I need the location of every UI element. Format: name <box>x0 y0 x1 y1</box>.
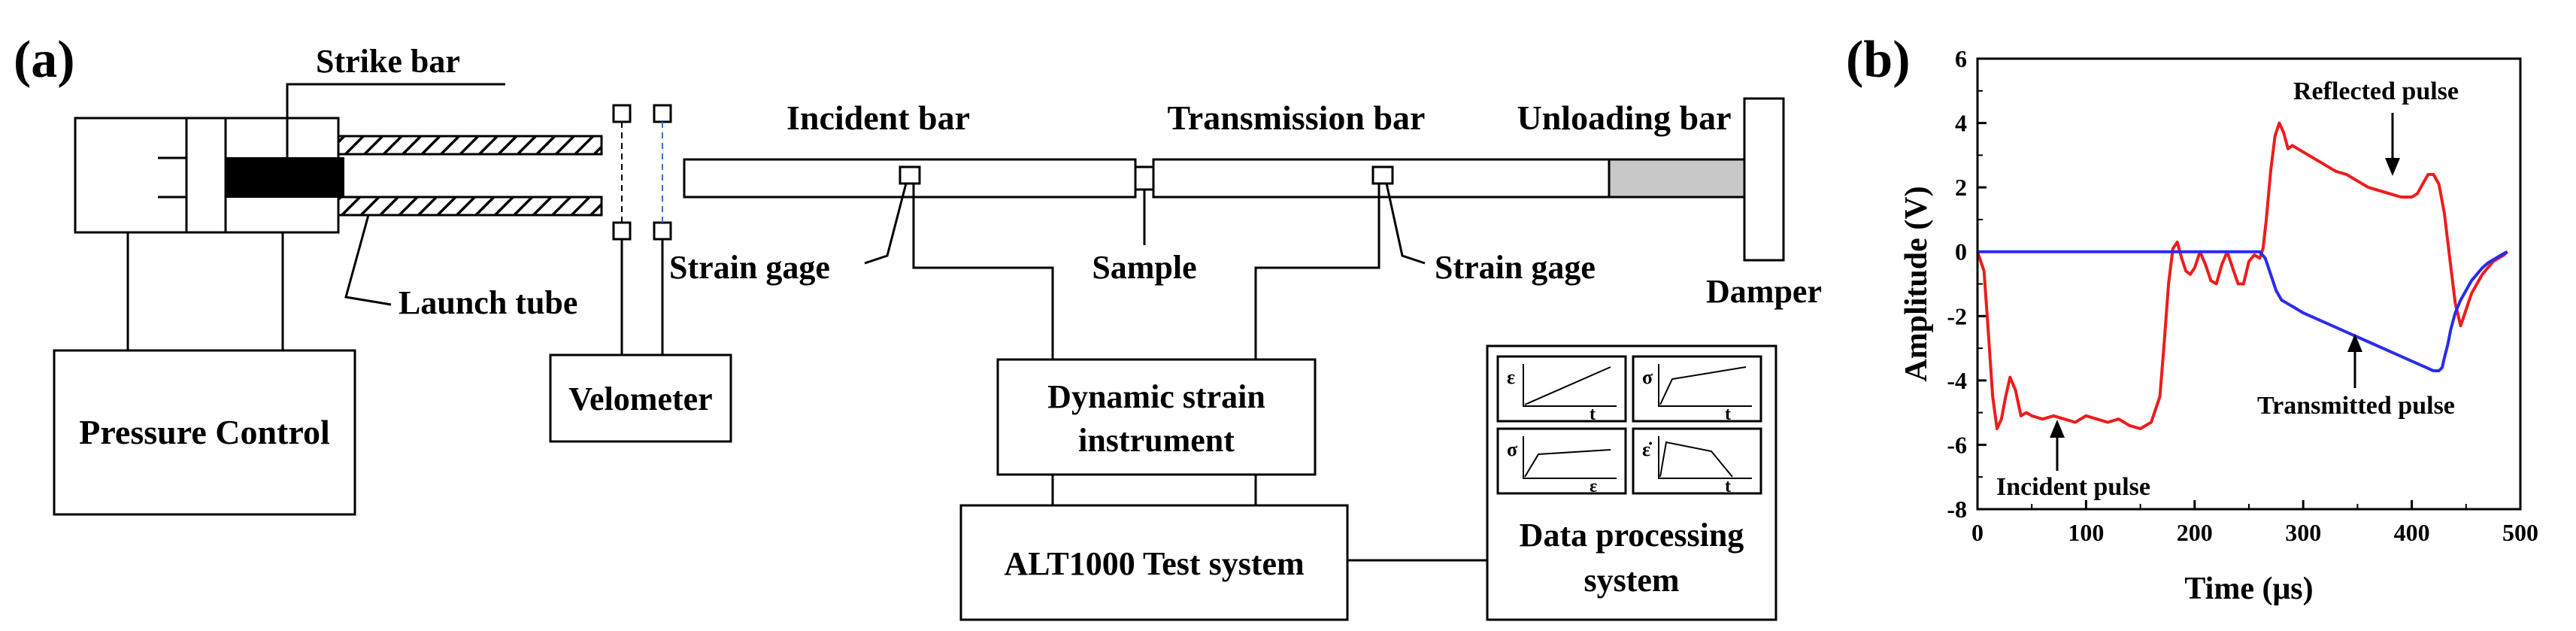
test-system-box <box>959 504 1349 621</box>
unloading-bar-label: Unloading bar <box>1517 99 1731 137</box>
chart-series <box>1976 121 2509 430</box>
y-tick-label: 0 <box>1955 238 1967 265</box>
strain-gage-left-label: Strain gage <box>669 249 830 286</box>
transmitted-pulse-arrowhead <box>2347 334 2362 352</box>
plot-frame <box>1976 57 2522 511</box>
panel-b-label: (b) <box>1846 31 1911 89</box>
mini-plot-x-symbol: ε <box>1590 477 1597 496</box>
incident-bar-label: Incident bar <box>786 99 970 137</box>
launch-tube-bottom-wall <box>337 196 603 217</box>
mini-plot-x-symbol: t <box>1725 477 1731 496</box>
amplitude-chart: Amplitude (V) Time (μs) 0 100 200 300 400 500… <box>1899 45 2538 606</box>
mini-plot-axes <box>1658 364 1752 407</box>
data-processing-label-line1: Data processing <box>1520 517 1744 554</box>
dynamic-strain-instrument-box <box>996 358 1317 476</box>
launch-tube-label: Launch tube <box>399 284 577 321</box>
transmission-bar-label: Transmission bar <box>1168 99 1426 137</box>
sample-label: Sample <box>1092 249 1196 286</box>
mini-plot-y-symbol: σ <box>1507 438 1517 460</box>
x-tick-label: 0 <box>1971 519 1984 546</box>
x-tick-label: 500 <box>2502 519 2538 546</box>
mini-plot-curve <box>1659 441 1733 478</box>
incident-pulse-label: Incident pulse <box>1996 473 2150 501</box>
y-tick-label: -8 <box>1947 496 1967 523</box>
mini-plot-frame <box>1632 427 1762 495</box>
unloading-bar <box>1608 158 1746 199</box>
strain-gage-right-label: Strain gage <box>1435 249 1596 286</box>
velometer-sensor <box>653 104 672 123</box>
reflected-pulse-label: Reflected pulse <box>2293 77 2459 105</box>
y-tick-label: 2 <box>1955 174 1967 201</box>
chart-annotations: Reflected pulse Transmitted pulse Incide… <box>1996 77 2459 501</box>
launch-tube-top-wall <box>337 135 603 156</box>
incident-pulse-arrowhead <box>2050 420 2065 438</box>
mini-plot-axes <box>1523 364 1617 407</box>
damper-label: Damper <box>1706 273 1822 310</box>
y-tick-label: -6 <box>1947 431 1967 458</box>
strain-gage-left <box>899 165 921 185</box>
velometer-sensor <box>612 104 632 123</box>
series-line-1 <box>1977 250 2508 372</box>
pressure-control-label: Pressure Control <box>79 413 329 451</box>
series-line-0 <box>1976 121 2509 430</box>
x-axis-label: Time (μs) <box>2184 572 2313 606</box>
transmission-bar <box>1152 158 1611 199</box>
mini-plot-y-symbol: σ <box>1642 366 1653 388</box>
velometer-sensor <box>612 221 632 241</box>
mini-plot-frame <box>1632 355 1762 423</box>
mini-plots: ε t σ t σ ε ε̇ t <box>1496 355 1762 496</box>
damper <box>1743 97 1785 262</box>
strike-bar-leader <box>286 83 505 157</box>
strike-bar <box>226 157 344 198</box>
wire-left-gage <box>912 184 1054 359</box>
strike-bar-label: Strike bar <box>316 43 460 80</box>
y-tick-label: -4 <box>1947 367 1967 394</box>
x-tick-label: 400 <box>2394 519 2430 546</box>
y-axis-label: Amplitude (V) <box>1899 186 1934 381</box>
mini-plot-y-symbol: ε̇ <box>1642 438 1652 460</box>
reflected-pulse-arrowhead <box>2385 158 2400 176</box>
mini-plot-x-symbol: t <box>1590 405 1596 424</box>
y-tick-label: 4 <box>1955 110 1967 137</box>
mini-plot-curve <box>1524 366 1611 405</box>
transmitted-pulse-label: Transmitted pulse <box>2257 392 2455 420</box>
mini-plot-y-symbol: ε <box>1507 366 1515 388</box>
test-system-label: ALT1000 Test system <box>1004 545 1304 582</box>
mini-plot-axes <box>1523 436 1617 479</box>
launch-tube-leader <box>344 214 392 306</box>
mini-plot-curve <box>1659 366 1747 405</box>
strain-gage-right-leader <box>1385 183 1426 265</box>
panel-a: (a) Strike bar Launch tube Pressure Cont… <box>14 31 1822 621</box>
dynamic-strain-label-line1: Dynamic strain <box>1047 378 1265 415</box>
panel-a-label: (a) <box>14 31 75 89</box>
mini-plot-frame <box>1496 427 1627 495</box>
axis-ticks: 0 100 200 300 400 500 -8 -6 -4 -2 0 2 4 6 <box>1947 45 2538 546</box>
velometer-sensors <box>612 104 672 355</box>
y-tick-label: 6 <box>1955 45 1967 72</box>
data-processing-label-line2: system <box>1583 562 1679 599</box>
strain-gage-left-leader <box>864 183 908 265</box>
velometer-sensor <box>653 221 672 241</box>
x-tick-label: 200 <box>2177 519 2213 546</box>
wire-right-gage <box>1254 184 1380 359</box>
mini-plot-axes <box>1658 436 1752 479</box>
velometer-label: Velometer <box>568 381 712 417</box>
mini-plot-curve <box>1524 449 1611 478</box>
strain-gage-right <box>1371 165 1394 185</box>
sample <box>1134 165 1155 191</box>
velometer-box <box>549 353 732 443</box>
mini-plot-x-symbol: t <box>1725 405 1731 424</box>
dynamic-strain-label-line2: instrument <box>1078 422 1235 459</box>
pressure-control-box <box>53 349 356 516</box>
x-tick-label: 100 <box>2068 519 2104 546</box>
x-tick-label: 300 <box>2285 519 2321 546</box>
y-tick-label: -2 <box>1947 302 1967 329</box>
